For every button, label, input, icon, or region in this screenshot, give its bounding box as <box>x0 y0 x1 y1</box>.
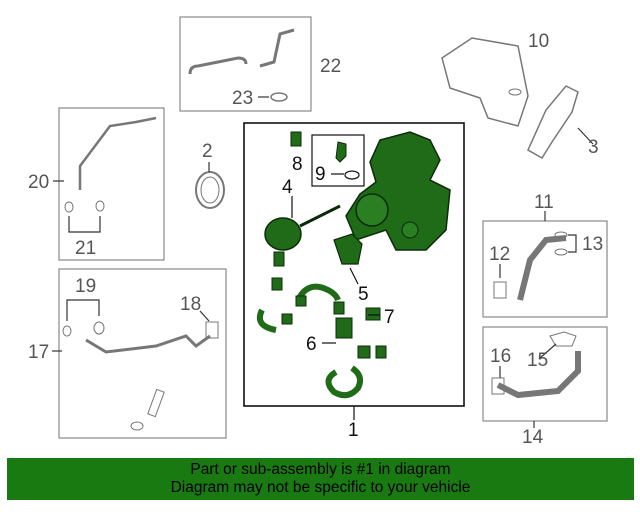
callout-2: 2 <box>202 141 213 162</box>
banner-line-1: Part or sub-assembly is #1 in diagram <box>190 461 451 478</box>
callout-17: 17 <box>28 342 49 363</box>
callout-23: 23 <box>232 88 253 109</box>
box-17-19 <box>52 268 227 439</box>
callout-19: 19 <box>75 276 96 297</box>
parts-diagram: 1 2 3 4 5 6 7 8 9 10 11 12 13 14 15 16 1… <box>28 16 608 448</box>
bracket-3 <box>527 85 594 160</box>
banner-line-2: Diagram may not be specific to your vehi… <box>170 479 471 496</box>
callout-9: 9 <box>315 164 326 185</box>
callout-5: 5 <box>358 284 369 305</box>
callout-12: 12 <box>489 244 510 265</box>
callout-11: 11 <box>534 192 554 213</box>
callout-15: 15 <box>527 350 548 371</box>
callout-13: 13 <box>582 234 603 255</box>
callout-1: 1 <box>348 420 359 441</box>
callout-20: 20 <box>28 172 49 193</box>
callout-22: 22 <box>320 56 341 77</box>
callout-10: 10 <box>528 31 549 52</box>
box-20-21 <box>53 107 165 261</box>
callout-6: 6 <box>306 334 317 355</box>
gasket-2 <box>195 162 225 209</box>
callout-21: 21 <box>75 238 96 259</box>
callout-16: 16 <box>490 346 511 367</box>
heat-shield-10 <box>441 37 529 127</box>
callout-7: 7 <box>384 307 395 328</box>
main-assembly-box <box>243 122 465 420</box>
callout-18: 18 <box>180 294 201 315</box>
box-14-16 <box>482 326 608 428</box>
box-11-13 <box>482 211 608 318</box>
callout-4: 4 <box>282 177 293 198</box>
info-banner: Part or sub-assembly is #1 in diagram Di… <box>7 458 634 500</box>
box-22-23 <box>179 16 312 112</box>
callout-3: 3 <box>588 137 599 158</box>
callout-8: 8 <box>292 154 303 175</box>
callout-14: 14 <box>522 427 544 448</box>
